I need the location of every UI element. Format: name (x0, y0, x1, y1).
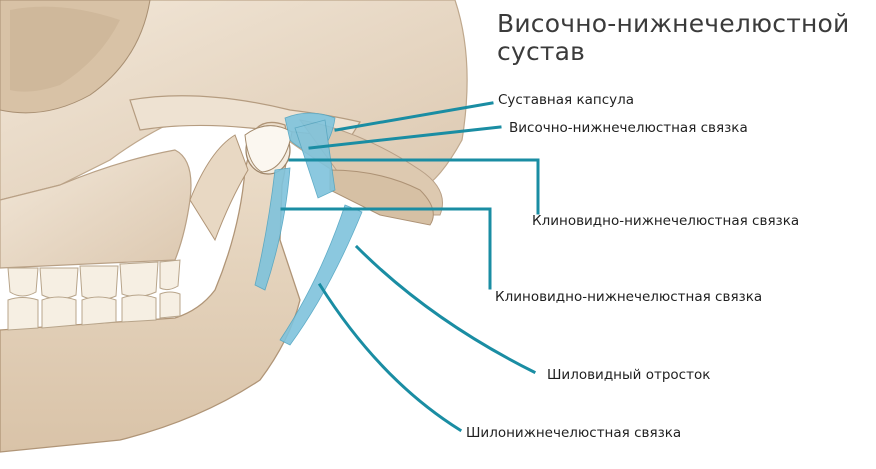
lower-tooth-2 (41, 296, 77, 329)
coronoid-process (189, 134, 249, 242)
lower-tooth-1 (7, 297, 39, 331)
upper-tooth-3 (79, 265, 119, 301)
leader-stylomandibular (317, 282, 463, 433)
leader-lines (280, 101, 540, 433)
upper-tooth-5 (159, 259, 181, 291)
sphenomandibular-ligament-shape (254, 167, 291, 291)
label-stylomandibular-ligament: Шилонижнечелюстная связка (466, 425, 682, 441)
teeth (7, 259, 181, 331)
diagram-title: Височно-нижнечелюстной сустав (497, 10, 857, 66)
title-line-1: Височно-нижнечелюстной (497, 9, 850, 38)
leader-sphenomandibular-2 (280, 207, 492, 290)
lower-tooth-4 (121, 294, 157, 323)
label-capsule: Суставная капсула (498, 92, 635, 108)
label-styloid-process: Шиловидный отросток (547, 367, 711, 383)
label-temporomandibular-ligament: Височно-нижнечелюстная связка (509, 120, 748, 136)
mandible (0, 121, 301, 453)
label-sphenomandibular-ligament-2: Клиновидно-нижнечелюстная связка (495, 289, 763, 305)
label-sphenomandibular-ligament-1: Клиновидно-нижнечелюстная связка (532, 213, 800, 229)
condyle-fossa (244, 125, 293, 173)
lower-tooth-3 (81, 296, 117, 326)
leader-sphenomandibular-1 (288, 158, 540, 215)
leader-styloid (354, 244, 537, 375)
upper-tooth-1 (7, 267, 39, 297)
orbit-inner (10, 6, 120, 92)
leader-temporomandibular (308, 125, 502, 150)
lower-tooth-5 (159, 291, 181, 319)
leader-capsule (334, 101, 494, 132)
maxilla (0, 149, 192, 269)
stylomandibular-ligament-shape (279, 204, 363, 346)
title-line-2: сустав (497, 37, 586, 66)
upper-tooth-4 (119, 261, 159, 298)
upper-tooth-2 (39, 267, 79, 300)
